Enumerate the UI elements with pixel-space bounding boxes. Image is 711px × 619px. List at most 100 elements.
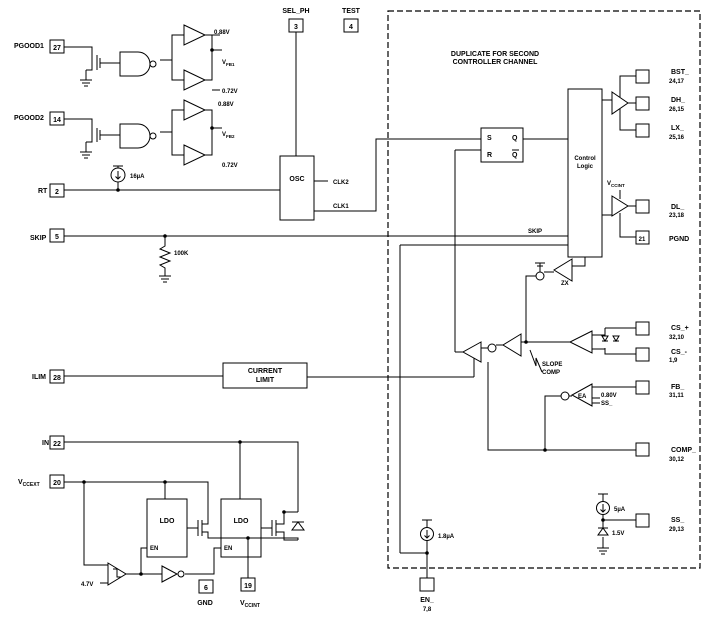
- pin-num-skip: 5: [55, 234, 59, 241]
- pin-box-gnd: [198, 579, 214, 594]
- dh-wiring: [619, 75, 636, 131]
- fb-wiring: [544, 386, 636, 450]
- pin-nums-en: 7,8: [423, 607, 432, 613]
- node-dot: [163, 234, 167, 238]
- pin-num-pgnd: 21: [639, 237, 646, 243]
- body-diode: [291, 521, 305, 531]
- nand-gate-1-bubble: [149, 60, 157, 68]
- pin-label-ilim: ILIM: [32, 374, 46, 381]
- ilim-wiring: [64, 375, 474, 378]
- pin-box-ss: [635, 513, 650, 528]
- pin-num-test: 4: [349, 24, 353, 31]
- pin-nums-dh: 26,15: [669, 107, 685, 113]
- pin-label-rt: RT: [38, 188, 48, 195]
- zx-wiring: [525, 262, 554, 335]
- node-dot: [139, 572, 143, 576]
- osc-label: OSC: [289, 176, 304, 183]
- high-side-driver: [611, 91, 629, 115]
- current-limit-label-2: LIMIT: [256, 377, 275, 384]
- pin-label-csn: CS_-: [671, 349, 688, 356]
- pin-nums-csn: 1,9: [669, 358, 678, 364]
- label-15v: 1.5V: [612, 531, 624, 537]
- pin-box-en: [419, 577, 435, 592]
- label-vfb2: VFB2: [222, 132, 235, 139]
- low-side-driver: [611, 195, 629, 217]
- current-limit-label-1: CURRENT: [248, 368, 283, 375]
- inverter: [161, 565, 179, 583]
- ldo-wiring: [64, 441, 299, 584]
- pin-box-bst: [635, 69, 650, 84]
- pin-label-ss: SS_: [671, 517, 684, 524]
- label-16ua: 16µA: [130, 174, 145, 180]
- pin-box-test: [343, 18, 359, 33]
- pin-label-sel-ph: SEL_PH: [282, 8, 309, 15]
- pin-nums-fb: 31,11: [669, 393, 684, 399]
- en-wiring: [400, 519, 432, 578]
- pin-num-gnd: 6: [204, 585, 208, 592]
- latch-s-label: S: [487, 135, 492, 142]
- control-logic-label-2: Logic: [577, 164, 594, 170]
- label-5ua: 5µA: [614, 507, 626, 513]
- ea-offset-node: [560, 391, 570, 401]
- nand-gate-1: [119, 51, 151, 77]
- zero-crossing-comparator: [553, 258, 573, 282]
- skip-wiring: [64, 235, 568, 283]
- label-vfb1: VFB1: [222, 60, 235, 67]
- pin-num-vccext: 20: [53, 480, 61, 487]
- pin-label-en: EN_: [420, 597, 434, 604]
- current-arrow-icon: [600, 504, 606, 513]
- pin-box-fb: [635, 380, 650, 395]
- pin-box-vccint: [240, 577, 256, 592]
- node-dot: [524, 340, 528, 344]
- pin-label-pgood1: PGOOD1: [14, 43, 44, 50]
- pgood2-wiring: [64, 109, 222, 159]
- current-arrow-icon: [424, 530, 430, 539]
- label-skip-internal: SKIP: [528, 229, 542, 235]
- current-limit-block: [222, 362, 308, 389]
- pin-label-pgnd: PGND: [669, 236, 689, 243]
- control-logic-block: [567, 88, 603, 258]
- pin-label-dh: DH_: [671, 97, 685, 104]
- label-47v: 4.7V: [81, 582, 93, 588]
- pin-label-test: TEST: [342, 8, 361, 15]
- label-slope: SLOPE: [542, 362, 562, 368]
- pin-box-dl: [635, 199, 650, 214]
- pin-box-csn: [635, 347, 650, 362]
- nand-gate-2: [119, 123, 151, 149]
- node-dot: [163, 480, 167, 484]
- pin-label-bst: BST_: [671, 69, 689, 76]
- node-dot: [425, 551, 429, 555]
- pin-label-gnd: GND: [197, 600, 213, 607]
- pin-num-vccint: 19: [244, 583, 252, 590]
- pin-label-vccext: VCCEXT: [18, 479, 40, 488]
- pin-num-ilim: 28: [53, 375, 61, 382]
- ldo2-label: LDO: [234, 518, 249, 525]
- clamp-diode-2: [612, 335, 620, 342]
- label-vccint-internal: VCCINT: [607, 181, 625, 188]
- latch-q-label: Q: [512, 135, 518, 142]
- label-comp: COMP: [542, 370, 560, 376]
- nand-gate-2-bubble: [149, 132, 157, 140]
- label-072-a: 0.72V: [222, 89, 238, 95]
- label-072-b: 0.72V: [222, 163, 238, 169]
- logic-wiring: [399, 99, 612, 553]
- node-dot: [282, 510, 286, 514]
- pin-nums-ss: 29,13: [669, 527, 685, 533]
- pin-nums-dl: 23,18: [669, 213, 685, 219]
- latch-qbar-label: Q: [512, 152, 518, 159]
- ldo-block-1: [146, 498, 188, 558]
- pin-nums-comp: 30,12: [669, 457, 685, 463]
- osc-wiring: [314, 138, 481, 212]
- slope-wiring: [455, 344, 543, 377]
- oscillator-block: [279, 155, 315, 221]
- pin-label-dl: DL_: [671, 204, 684, 211]
- hysteresis-icon: [113, 568, 121, 578]
- pin-label-pgood2: PGOOD2: [14, 115, 44, 122]
- pin-label-in: IN: [42, 440, 49, 447]
- sr-latch: [480, 127, 524, 163]
- node-dot: [210, 126, 214, 130]
- label-088-a: 0.88V: [214, 30, 230, 36]
- pin-label-skip: SKIP: [30, 235, 47, 242]
- slope-summing-node: [487, 343, 497, 353]
